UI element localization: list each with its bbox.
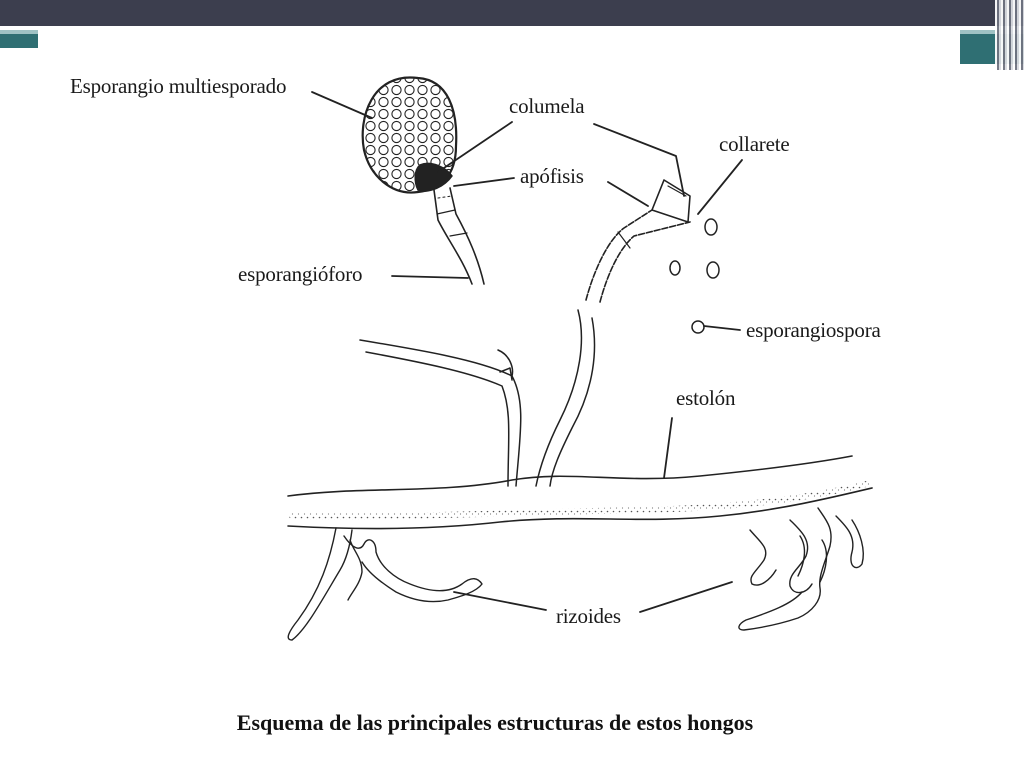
spores — [669, 218, 720, 334]
label-esporangio: Esporangio multiesporado — [70, 74, 287, 98]
left-accent — [0, 34, 38, 48]
slide-canvas — [38, 26, 960, 768]
left-accent-light — [0, 30, 38, 34]
stolon — [287, 455, 873, 530]
label-columela: columela — [509, 94, 585, 118]
sporangiophore-left — [433, 187, 485, 285]
label-apofisis: apófisis — [520, 164, 584, 188]
label-rizoides: rizoides — [556, 604, 621, 628]
sporangiophore-right — [585, 179, 691, 303]
sporangium-shape — [361, 76, 458, 194]
decorative-stripes — [995, 0, 1024, 70]
label-esporangiospora: esporangiospora — [746, 318, 881, 342]
rhizoids-right — [738, 507, 864, 631]
label-estolon: estolón — [676, 386, 736, 410]
label-collarete: collarete — [719, 132, 790, 156]
hyphae — [359, 309, 596, 487]
rhizoids-left — [287, 527, 483, 641]
label-esporangioforo: esporangióforo — [238, 262, 363, 286]
leader-lines — [311, 91, 743, 613]
figure-caption: Esquema de las principales estructuras d… — [236, 710, 754, 735]
header-bar — [0, 0, 1024, 26]
right-accent-light — [960, 30, 1024, 34]
